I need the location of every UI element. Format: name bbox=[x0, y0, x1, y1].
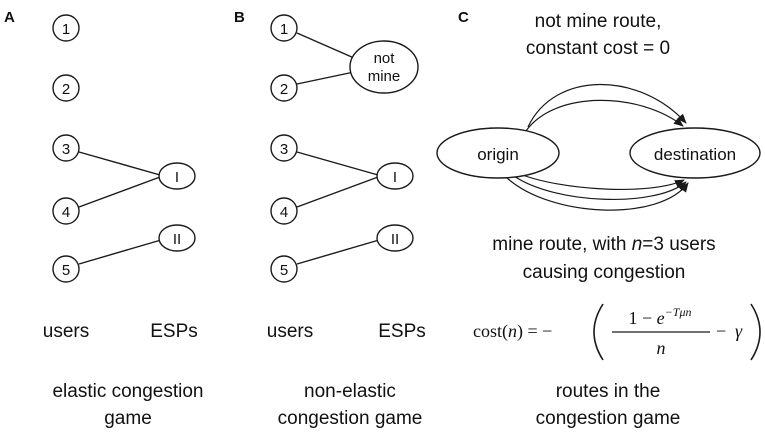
user-node-1: 1 bbox=[52, 14, 80, 42]
panel-c-caption-line1: routes in the bbox=[556, 381, 661, 402]
user-node-4: 4 bbox=[270, 197, 298, 225]
right-paren bbox=[750, 303, 761, 361]
esp-node-label: I bbox=[393, 169, 397, 186]
route-arrow-not-mine-2 bbox=[525, 99, 684, 132]
formula-numerator: 1 − e−Tμn bbox=[629, 305, 692, 328]
esp-node-I: I bbox=[158, 162, 196, 190]
panel-a-letter: A bbox=[4, 9, 15, 26]
panel-b-letter: B bbox=[234, 9, 245, 26]
user-node-label: 1 bbox=[280, 21, 288, 38]
user-node-label: 5 bbox=[62, 262, 70, 279]
cost-formula: cost(n) = − 1 − e−Tμn n − γ bbox=[473, 303, 761, 361]
edge-user3-espI bbox=[296, 151, 379, 176]
not-mine-node: not mine bbox=[349, 40, 419, 94]
destination-label: destination bbox=[654, 145, 736, 164]
user-node-4: 4 bbox=[52, 197, 80, 225]
edge-user5-espII bbox=[78, 239, 162, 265]
user-node-1: 1 bbox=[270, 14, 298, 42]
esp-node-II: II bbox=[158, 224, 196, 252]
esp-node-label: I bbox=[175, 169, 179, 186]
mine-route-line1: mine route, with n=3 users bbox=[492, 234, 715, 255]
users-label: users bbox=[267, 321, 313, 342]
esp-node-II: II bbox=[376, 224, 414, 252]
panel-a-caption-line2: game bbox=[104, 408, 152, 429]
not-mine-route-line1: not mine route, bbox=[535, 11, 662, 32]
panel-b-caption-line1: non-elastic bbox=[304, 381, 396, 402]
formula-lhs: cost(n) = − bbox=[473, 321, 552, 342]
formula-denominator: n bbox=[657, 338, 666, 358]
panel-a: A 1 2 3 4 5 I II bbox=[4, 9, 204, 429]
edge-user1-notmine bbox=[296, 32, 355, 59]
esp-node-label: II bbox=[391, 231, 399, 248]
user-node-3: 3 bbox=[52, 134, 80, 162]
edge-user3-espI bbox=[78, 151, 161, 176]
user-node-2: 2 bbox=[52, 74, 80, 102]
route-arrow-mine-3 bbox=[505, 176, 689, 211]
route-arrow-mine-2 bbox=[513, 175, 687, 200]
panel-c: C not mine route, constant cost = 0 orig… bbox=[436, 9, 761, 429]
left-paren bbox=[593, 303, 604, 361]
user-node-label: 3 bbox=[62, 141, 70, 158]
users-label: users bbox=[43, 321, 89, 342]
formula-minus: − bbox=[716, 321, 726, 341]
origin-node: origin bbox=[436, 127, 560, 179]
esp-node-label: II bbox=[173, 231, 181, 248]
esps-label: ESPs bbox=[378, 321, 426, 342]
user-node-label: 3 bbox=[280, 141, 288, 158]
user-node-2: 2 bbox=[270, 74, 298, 102]
not-mine-route-line2: constant cost = 0 bbox=[526, 38, 670, 59]
panel-c-caption-line2: congestion game bbox=[536, 408, 681, 429]
edge-user5-espII bbox=[296, 239, 380, 265]
origin-label: origin bbox=[477, 145, 519, 164]
not-mine-line2: mine bbox=[368, 68, 401, 85]
user-node-3: 3 bbox=[270, 134, 298, 162]
user-node-label: 4 bbox=[280, 204, 288, 221]
esp-node-I: I bbox=[376, 162, 414, 190]
edge-user4-espI bbox=[78, 176, 161, 208]
panel-b: B 1 2 3 4 5 not mine bbox=[234, 9, 426, 429]
user-node-5: 5 bbox=[270, 255, 298, 283]
panel-b-caption-line2: congestion game bbox=[278, 408, 423, 429]
user-node-label: 5 bbox=[280, 262, 288, 279]
mine-route-line2: causing congestion bbox=[523, 262, 686, 283]
user-node-label: 2 bbox=[62, 81, 70, 98]
route-arrow-mine-1 bbox=[519, 173, 685, 190]
user-node-label: 1 bbox=[62, 21, 70, 38]
edge-user2-notmine bbox=[296, 71, 355, 85]
panel-a-caption-line1: elastic congestion bbox=[52, 381, 203, 402]
user-node-5: 5 bbox=[52, 255, 80, 283]
edge-user4-espI bbox=[296, 176, 379, 208]
destination-node: destination bbox=[629, 127, 761, 179]
user-node-label: 2 bbox=[280, 81, 288, 98]
formula-gamma: γ bbox=[735, 321, 743, 341]
user-node-label: 4 bbox=[62, 204, 70, 221]
panel-c-letter: C bbox=[458, 9, 469, 26]
route-arrow-not-mine-1 bbox=[527, 84, 687, 128]
not-mine-line1: not bbox=[374, 50, 396, 67]
esps-label: ESPs bbox=[150, 321, 198, 342]
